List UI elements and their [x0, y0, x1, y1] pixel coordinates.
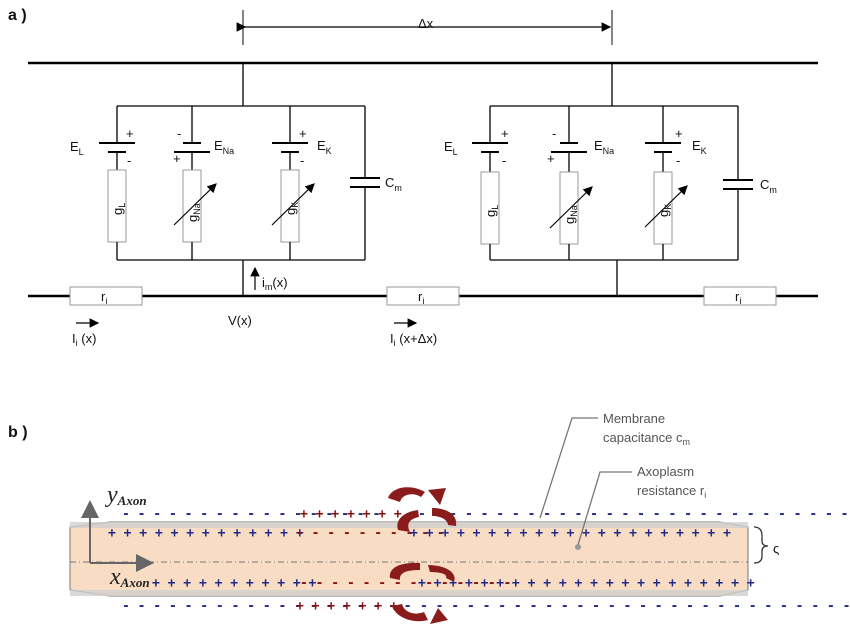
svg-text:+ + + + + + + + + + + + + + +: + + + + + + + + + + + + + + + + + + + + …: [410, 526, 731, 541]
E-L-label: EL: [444, 139, 458, 157]
g-K-label: gK: [283, 202, 300, 215]
local-current-loop-bottom: [389, 562, 455, 624]
potassium-branch: + - EK gK: [271, 106, 332, 260]
svg-text:- - - - - - - - - - - - - - -: - - - - - - - - - - - - - - - - - - -: [122, 599, 412, 614]
x-axon-label: xAxon: [109, 564, 150, 590]
g-Na-label: gNa: [562, 205, 579, 224]
svg-text:-: -: [676, 153, 680, 168]
sodium-branch: - + ENa gNa: [547, 106, 614, 260]
svg-text:capacitance cm: capacitance cm: [603, 430, 690, 447]
delta-x-dimension: Δx: [236, 10, 613, 45]
svg-text:ri: ri: [418, 289, 424, 306]
axial-current-x-plus-dx: Ii (x+Δx): [390, 318, 437, 348]
svg-text:ri: ri: [101, 289, 107, 306]
E-Na-label: ENa: [214, 138, 234, 156]
radius-bracket: ς: [753, 526, 779, 564]
svg-text:+: +: [126, 126, 134, 141]
svg-text:im(x): im(x): [262, 275, 288, 292]
membrane-capacitor: Cm: [723, 106, 777, 260]
g-L-label: gL: [483, 205, 500, 217]
svg-text:- - - - - - - - - - - - - - -: - - - - - - - - - - - - - - - - -: [122, 507, 380, 522]
panel-b-label: b ): [8, 424, 28, 441]
svg-text:- - - - - - - - - - - - - -: - - - - - - - - - - - - - -: [300, 576, 511, 591]
axon-axes: yAxon xAxon: [81, 482, 154, 590]
E-K-label: EK: [317, 138, 332, 156]
E-K-label: EK: [692, 138, 707, 156]
C-m-label: Cm: [385, 175, 402, 193]
delta-x-label: Δx: [418, 16, 434, 31]
C-m-label: Cm: [760, 177, 777, 195]
svg-text:+ + + + + + +: + + + + + + +: [296, 599, 398, 614]
leak-branch: + - EL gL: [70, 106, 135, 260]
potassium-branch: + - EK gK: [644, 106, 707, 260]
svg-text:-: -: [177, 126, 181, 141]
axial-current-x: Ii (x): [72, 318, 100, 348]
svg-text:+ + + + + + + + + + +: + + + + + + + + + + +: [152, 576, 317, 591]
svg-text:Ii (x+Δx): Ii (x+Δx): [390, 331, 437, 348]
svg-text:ri: ri: [735, 289, 741, 306]
svg-text:+ + + + + + + + + + + + +: + + + + + + + + + + + + +: [108, 526, 304, 541]
leak-branch: + - EL gL: [444, 106, 509, 260]
svg-text:- - - - - - - - - - - - - - -: - - - - - - - - - - - - - - - - - - - - …: [418, 507, 850, 522]
svg-text:-: -: [300, 153, 304, 168]
zeta-label: ς: [773, 541, 779, 556]
axial-resistor: ri: [386, 286, 460, 306]
g-K-label: gK: [656, 204, 673, 217]
svg-text:+: +: [173, 151, 181, 166]
voltage-label: V(x): [228, 313, 252, 328]
panel-a-label: a ): [8, 7, 27, 24]
membrane-capacitor: Cm: [350, 106, 402, 260]
local-current-loop-top: [388, 487, 457, 532]
axial-resistor: ri: [703, 286, 777, 306]
y-axon-label: yAxon: [105, 482, 147, 508]
E-Na-label: ENa: [594, 138, 614, 156]
svg-text:-: -: [502, 153, 506, 168]
membrane-current: im(x): [250, 266, 288, 292]
E-L-label: EL: [70, 139, 84, 157]
axoplasm-resistance-callout: Axoplasm resistance ri: [575, 464, 706, 550]
axon-cylinder: [69, 521, 749, 597]
g-Na-label: gNa: [185, 203, 202, 222]
svg-text:+ + + + + + + + + + + + + + +: + + + + + + + + + + + + + + + + + + + + …: [418, 576, 755, 591]
svg-text:+: +: [547, 151, 555, 166]
charge-distribution: - - - - - - - - - - - - - - - - - + + + …: [108, 507, 850, 614]
svg-text:Axoplasm: Axoplasm: [637, 464, 694, 479]
svg-text:+: +: [299, 126, 307, 141]
svg-text:Ii (x): Ii (x): [72, 331, 96, 348]
svg-text:resistance ri: resistance ri: [637, 483, 706, 500]
svg-text:- - - - - - - - - - - - - - -: - - - - - - - - - - - - - - - - - - - - …: [420, 599, 850, 614]
compartment-1: + - EL gL - + ENa gNa: [70, 63, 402, 296]
sodium-branch: - + ENa gNa: [173, 106, 234, 260]
membrane-capacitance-callout: Membrane capacitance cm: [539, 411, 690, 519]
svg-text:+: +: [501, 126, 509, 141]
svg-text:-: -: [127, 153, 131, 168]
svg-text:Membrane: Membrane: [603, 411, 665, 426]
svg-text:+: +: [675, 126, 683, 141]
compartment-2: + - EL gL - + ENa gNa + -: [444, 63, 777, 296]
svg-text:-: -: [552, 126, 556, 141]
g-L-label: gL: [110, 203, 127, 215]
svg-text:+ + + + + + +: + + + + + + +: [300, 507, 402, 522]
axial-resistor: ri: [69, 286, 143, 306]
